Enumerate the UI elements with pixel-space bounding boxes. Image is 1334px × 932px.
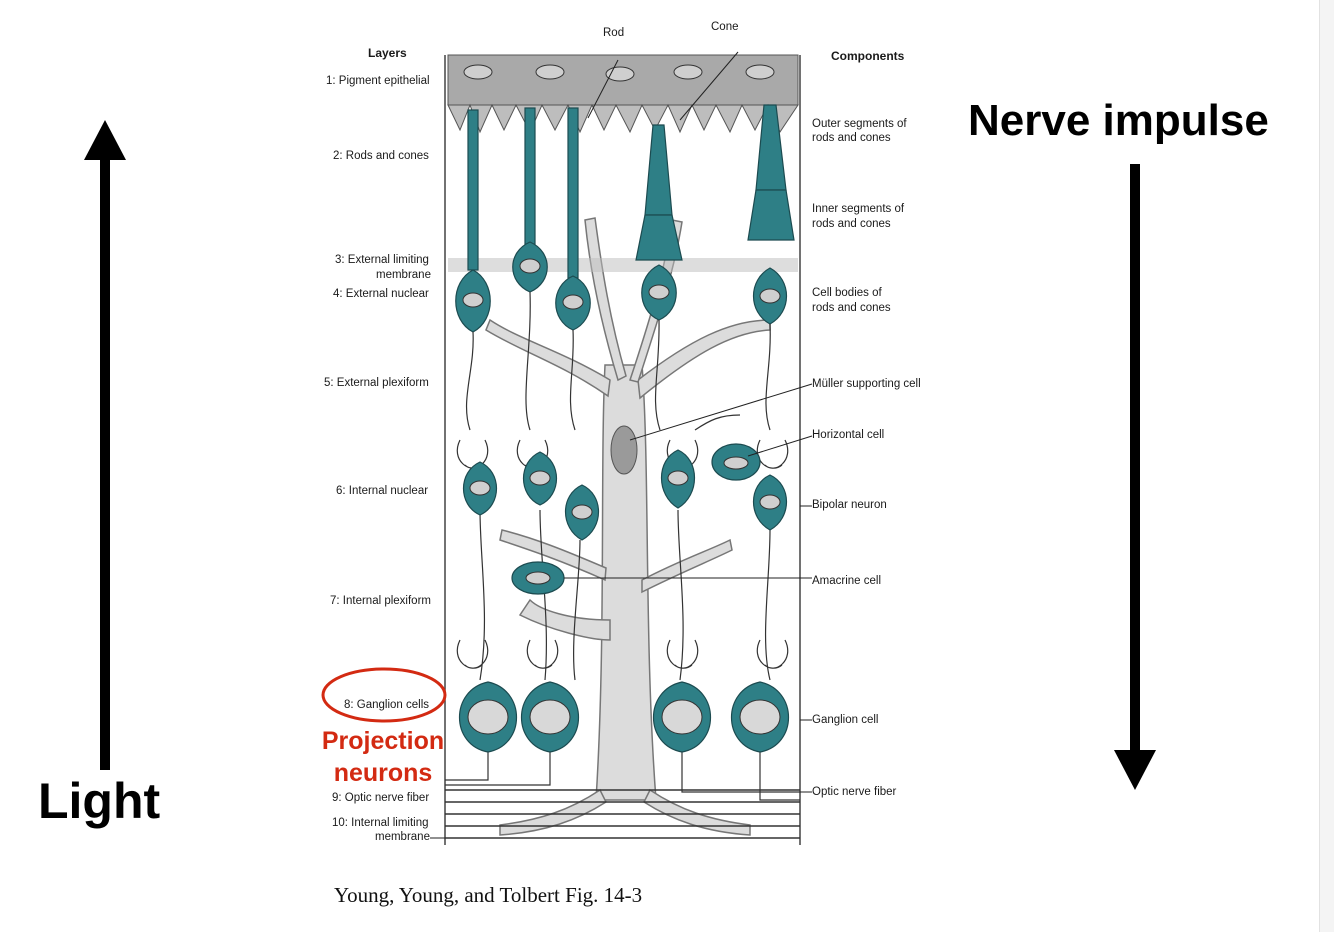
scrollbar[interactable] bbox=[1319, 0, 1334, 932]
layer-label: 1: Pigment epithelial bbox=[326, 75, 430, 87]
figure-caption: Young, Young, and Tolbert Fig. 14-3 bbox=[334, 883, 642, 908]
rod-label: Rod bbox=[603, 27, 624, 39]
nerve-impulse-label: Nerve impulse bbox=[968, 96, 1269, 146]
component-label: Amacrine cell bbox=[812, 575, 881, 587]
components-header: Components bbox=[831, 49, 904, 63]
cone-label: Cone bbox=[711, 21, 739, 33]
layers-header: Layers bbox=[368, 46, 407, 60]
layer-label: 7: Internal plexiform bbox=[330, 595, 431, 607]
layer-label: 9: Optic nerve fiber bbox=[332, 792, 429, 804]
layer-label: 10: Internal limiting bbox=[332, 817, 429, 829]
layer-label: 6: Internal nuclear bbox=[336, 485, 428, 497]
component-label: Ganglion cell bbox=[812, 714, 878, 726]
ganglion-highlight-circle bbox=[320, 665, 450, 725]
component-label: Horizontal cell bbox=[812, 429, 884, 441]
layer-label: membrane bbox=[375, 831, 430, 843]
component-label: Optic nerve fiber bbox=[812, 786, 896, 798]
nerve-impulse-arrow bbox=[1110, 162, 1160, 794]
component-label: rods and cones bbox=[812, 132, 891, 144]
layer-label: 2: Rods and cones bbox=[333, 150, 429, 162]
component-label: Inner segments of bbox=[812, 203, 904, 215]
layer-label: membrane bbox=[376, 269, 431, 281]
component-label: Bipolar neuron bbox=[812, 499, 887, 511]
component-label: rods and cones bbox=[812, 302, 891, 314]
component-label: Cell bodies of bbox=[812, 287, 882, 299]
layer-label: 4: External nuclear bbox=[333, 288, 429, 300]
projection-annotation-line1: Projection bbox=[316, 725, 450, 757]
component-label: Müller supporting cell bbox=[812, 378, 921, 390]
layer-label: 5: External plexiform bbox=[324, 377, 429, 389]
projection-annotation-line2: neurons bbox=[316, 757, 450, 789]
light-arrow bbox=[80, 118, 130, 778]
component-label: rods and cones bbox=[812, 218, 891, 230]
light-label: Light bbox=[38, 772, 160, 830]
layer-label: 3: External limiting bbox=[335, 254, 429, 266]
component-label: Outer segments of bbox=[812, 118, 907, 130]
